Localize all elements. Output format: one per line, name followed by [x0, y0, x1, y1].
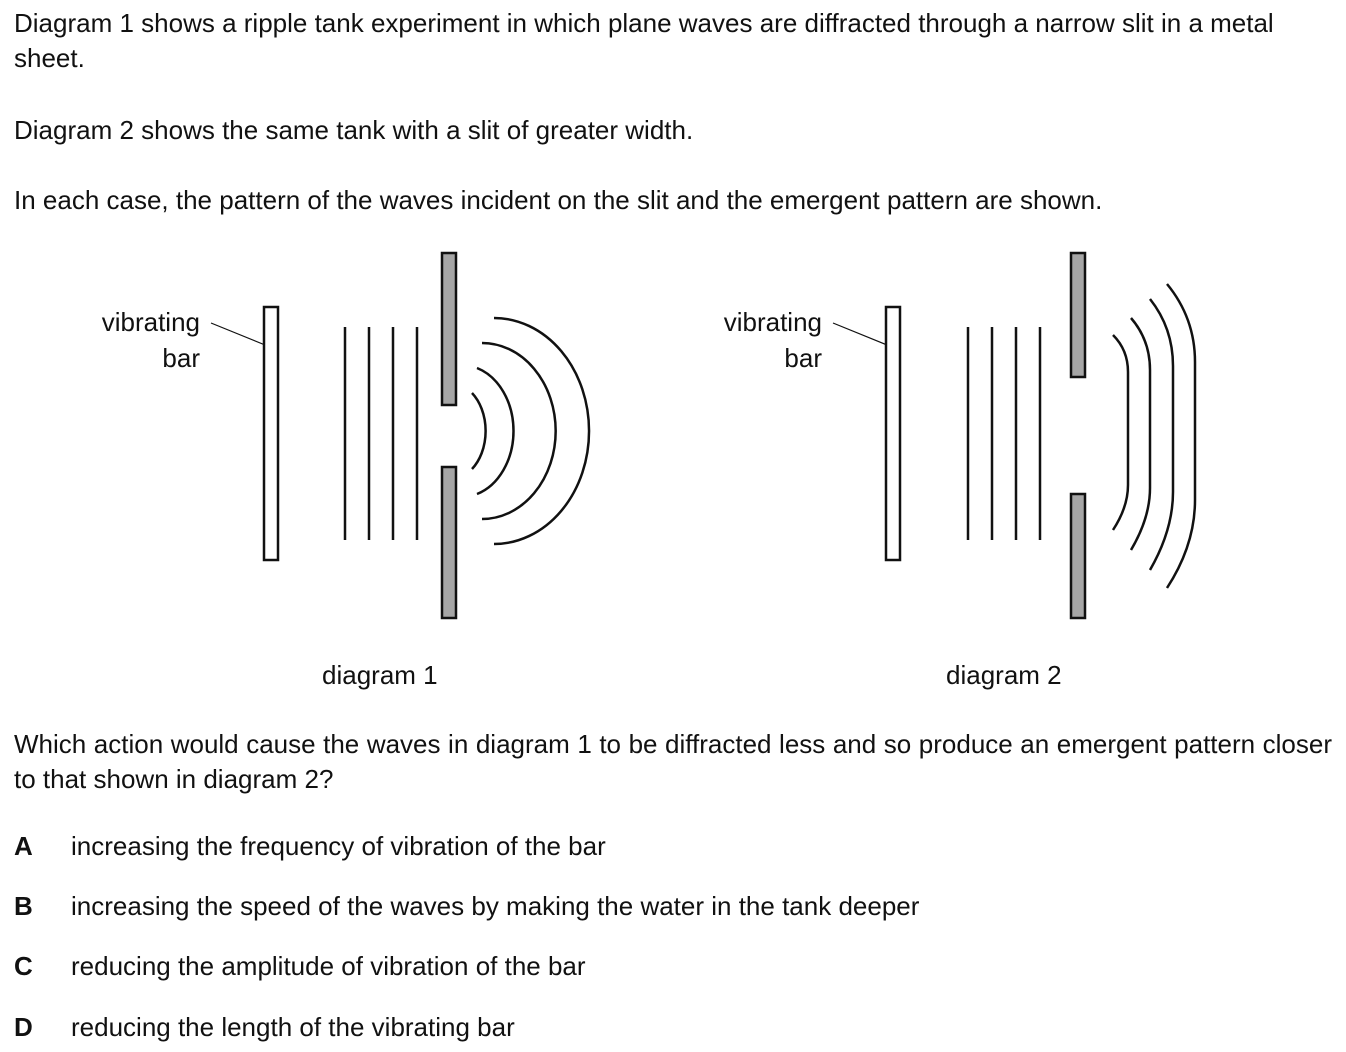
diagram-2-caption: diagram 2: [946, 660, 1062, 690]
diagram-2-label-line2: bar: [784, 343, 822, 373]
option-a-letter: A: [14, 831, 33, 861]
diagram-1-emergent-waves: [471, 316, 591, 546]
option-b-text: increasing the speed of the waves by mak…: [71, 891, 920, 921]
diagram-2-label-line1: vibrating: [723, 307, 822, 337]
diagram-1-label: vibrating bar: [60, 304, 200, 376]
option-c-text: reducing the amplitude of vibration of t…: [71, 951, 586, 981]
option-d-letter: D: [14, 1012, 33, 1042]
question-text: Which action would cause the waves in di…: [14, 729, 1332, 794]
diagram-1-label-line1: vibrating: [101, 307, 200, 337]
option-a-text: increasing the frequency of vibration of…: [71, 831, 606, 861]
diagram-1-caption: diagram 1: [322, 660, 438, 690]
diagram-2-lower-barrier: [1069, 492, 1087, 620]
diagram-2-emergent-waves: [1111, 283, 1197, 589]
option-b-letter: B: [14, 891, 33, 921]
intro-paragraph-1: Diagram 1 shows a ripple tank experiment…: [14, 8, 1274, 73]
option-c-letter: C: [14, 951, 33, 981]
diagram-1-leader-line: [210, 322, 271, 348]
intro-paragraph-2: Diagram 2 shows the same tank with a sli…: [14, 115, 694, 145]
intro-paragraph-3: In each case, the pattern of the waves i…: [14, 185, 1103, 215]
diagram-2-upper-barrier: [1069, 251, 1087, 379]
diagram-1-vibrating-bar: [262, 305, 280, 562]
diagram-1-incident-waves: [343, 327, 419, 540]
option-d-text: reducing the length of the vibrating bar: [71, 1012, 515, 1042]
diagram-1-upper-barrier: [440, 251, 458, 407]
diagram-2-vibrating-bar: [884, 305, 902, 562]
diagram-1-lower-barrier: [440, 465, 458, 620]
diagram-2-label: vibrating bar: [682, 304, 822, 376]
diagram-2-leader-line: [832, 322, 893, 348]
diagram-2-incident-waves: [966, 327, 1042, 540]
diagram-1-label-line2: bar: [162, 343, 200, 373]
